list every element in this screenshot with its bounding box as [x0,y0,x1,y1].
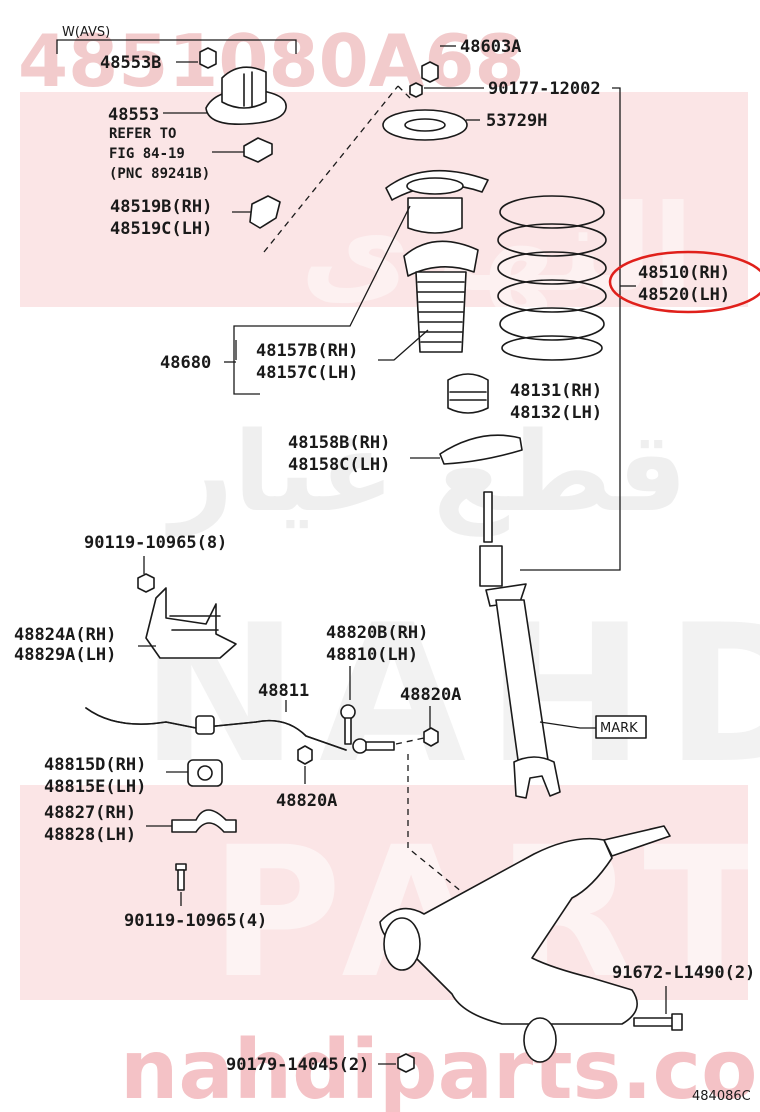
label-48820a: 48820A [400,685,461,705]
label-53729h: 53729H [486,111,547,131]
label-48157c: 48157C(LH) [256,363,358,383]
stabilizer-link: 48820B(RH) 48810(LH) 48820A 48820A [276,623,461,811]
label-48815d: 48815D(RH) [44,755,146,775]
watermark-arabic: النهدي [300,180,694,319]
label-48157b: 48157B(RH) [256,341,358,361]
label-48603a: 48603A [460,37,521,57]
nut-90179: 90179-14045(2) [226,1053,415,1075]
stabilizer-bar: 48811 [85,681,347,751]
label-48828: 48828(LH) [44,825,136,845]
dashed-guide-3 [407,754,517,937]
label-refer-2: FIG 84-19 [109,146,185,162]
boot-48157: 48680 48157B(RH) 48157C(LH) [160,240,479,383]
nut-48603a: 48603A [421,37,521,83]
label-48680: 48680 [160,353,211,373]
label-48510: 48510(RH) [638,263,730,283]
label-48158c: 48158C(LH) [288,455,390,475]
refer-note: REFER TO FIG 84-19 (PNC 89241B) [109,126,273,182]
watermark-arabic-2: قطع غيار [165,408,687,537]
diagram-id: 484086C [692,1089,751,1104]
label-48829a: 48829A(LH) [14,645,116,665]
watermark-site: nahdiparts.com [120,1023,760,1112]
spring-seat-48158: 48158B(RH) 48158C(LH) [288,433,523,475]
bushing-48815: 48815D(RH) 48815E(LH) [44,755,223,797]
bump-stopper [447,373,489,414]
highlight-48510: 48510(RH) 48520(LH) [608,250,760,314]
dashed-guide-1 [263,85,399,253]
label-48519c: 48519C(LH) [110,219,212,239]
label-w-avs: W(AVS) [62,25,110,40]
label-mark: MARK [600,721,638,736]
label-48519b: 48519B(RH) [110,197,212,217]
label-48820a-2: 48820A [276,791,337,811]
label-48810: 48810(LH) [326,645,418,665]
label-48158b: 48158B(RH) [288,433,390,453]
label-48815e: 48815E(LH) [44,777,146,797]
label-48824a: 48824A(RH) [14,625,116,645]
coil-spring: 48131(RH) 48132(LH) [497,195,607,423]
lower-control-arm [379,825,671,1063]
label-48811: 48811 [258,681,309,701]
label-48131: 48131(RH) [510,381,602,401]
label-90177: 90177-12002 [488,79,601,99]
watermark-brand: NAHDI [140,584,760,805]
washer-53729h: 53729H [382,109,547,141]
watermark: 4851080A68 النهدي قطع غيار NAHDI PARTS n… [18,19,760,1112]
label-48553: 48553 [108,105,159,125]
bracket-48519: 48519B(RH) 48519C(LH) [110,195,281,239]
label-90119a: 90119-10965(8) [84,533,227,553]
label-refer-3: (PNC 89241B) [109,166,210,182]
upper-mount [233,169,489,395]
watermark-part-number: 4851080A68 [18,19,525,103]
label-48827: 48827(RH) [44,803,136,823]
label-90119b: 90119-10965(4) [124,911,267,931]
label-48132: 48132(LH) [510,403,602,423]
label-90179: 90179-14045(2) [226,1055,369,1075]
dashed-guide-2 [397,85,413,101]
bracket-48827: 48827(RH) 48828(LH) [44,803,237,845]
label-48820b: 48820B(RH) [326,623,428,643]
shock-absorber: MARK [479,491,647,799]
avs-bracket: W(AVS) [56,25,297,54]
bracket-48824a: 90119-10965(8) 48824A(RH) 48829A(LH) [14,533,237,665]
bolt-90119-lower: 90119-10965(4) [124,863,267,931]
cap-48553: 48553 [108,66,287,125]
bolt-91672: 91672-L1490(2) [612,963,755,1031]
label-48553b: 48553B [100,53,161,73]
highlight-circle [608,250,760,314]
label-refer-1: REFER TO [109,126,176,142]
label-48520: 48520(LH) [638,285,730,305]
nut-48553b: 48553B [100,47,217,73]
nut-90177: 90177-12002 [409,79,621,571]
label-91672: 91672-L1490(2) [612,963,755,983]
